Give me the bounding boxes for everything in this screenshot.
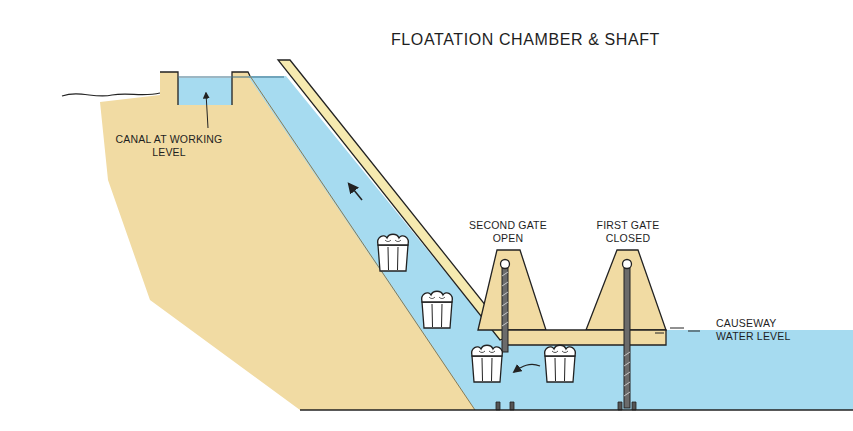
motion-arrow: [514, 364, 540, 372]
water-level-label: CAUSEWAY WATER LEVEL: [716, 317, 808, 343]
gate-seat: [496, 402, 636, 410]
gate-rod: [624, 268, 630, 408]
caisson: [472, 345, 503, 382]
shaft-lid: [278, 60, 510, 340]
gate-rod-hatch: [624, 352, 630, 396]
canal-water: [178, 78, 232, 105]
water-surface: [178, 77, 284, 78]
caisson: [545, 345, 576, 382]
leader-arrow: [206, 93, 208, 128]
motion-arrow: [349, 184, 362, 200]
deck: [503, 330, 666, 345]
gate-label: FIRST GATE CLOSED: [583, 219, 673, 245]
shaft-floor-edge: [250, 76, 475, 410]
gate-rod: [502, 268, 508, 352]
diagram-title: FLOATATION CHAMBER & SHAFT: [391, 30, 660, 50]
gate-wheel: [501, 260, 510, 269]
gate-label: SECOND GATE OPEN: [463, 219, 553, 245]
caisson: [378, 234, 409, 271]
gate-tower: [478, 250, 546, 330]
gate-rod-hatch: [502, 272, 508, 326]
floor-line: [300, 409, 853, 411]
ground-line: [62, 93, 160, 96]
water-level-ticks: [655, 328, 700, 333]
gate-wheel: [623, 260, 632, 269]
caisson: [422, 291, 453, 328]
canal-label: CANAL AT WORKING LEVEL: [110, 133, 228, 159]
